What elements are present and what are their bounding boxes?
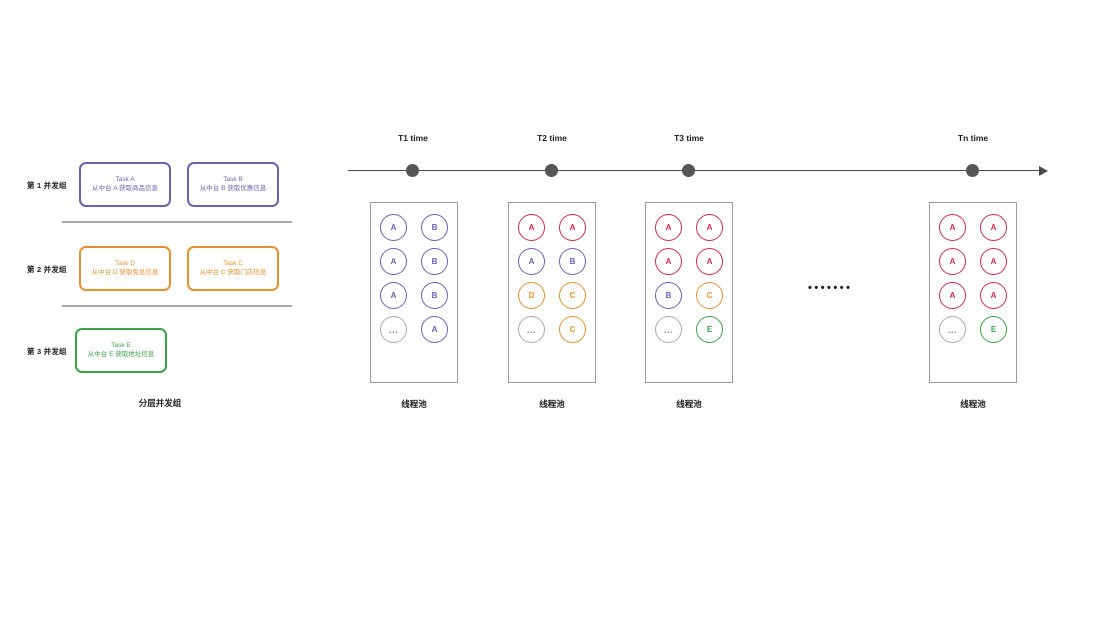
thread-node[interactable]: A	[380, 214, 407, 241]
thread-node[interactable]: A	[559, 214, 586, 241]
pool-row: ... C	[518, 316, 586, 343]
thread-node[interactable]: C	[696, 282, 723, 309]
pool-row: A B	[380, 214, 448, 241]
task-a-title: Task A	[115, 175, 135, 183]
pool-row: B C	[655, 282, 723, 309]
thread-pool-3-caption: 线程池	[676, 399, 702, 409]
thread-node[interactable]: E	[980, 316, 1007, 343]
thread-node[interactable]: A	[518, 248, 545, 275]
thread-node[interactable]: D	[518, 282, 545, 309]
thread-node[interactable]: A	[380, 248, 407, 275]
timeline-label-t3: T3 time	[674, 133, 704, 143]
thread-pool-3[interactable]: A A A A B C ... E	[645, 202, 733, 383]
thread-node[interactable]: A	[939, 248, 966, 275]
timeline-dot-t1[interactable]	[406, 164, 419, 177]
timeline-label-t1: T1 time	[398, 133, 428, 143]
thread-node-placeholder: ...	[380, 316, 407, 343]
pool-row: ... E	[939, 316, 1007, 343]
thread-node-placeholder: ...	[655, 316, 682, 343]
group-label-1: 第 1 并发组	[27, 181, 67, 190]
task-box-a[interactable]: Task A 从中台 A 获取商品信息	[79, 162, 171, 207]
thread-node[interactable]: A	[939, 282, 966, 309]
timeline-dot-t3[interactable]	[682, 164, 695, 177]
pool-row: A A	[939, 214, 1007, 241]
timeline-dot-tn[interactable]	[966, 164, 979, 177]
thread-node[interactable]: B	[421, 214, 448, 241]
task-box-b[interactable]: Task B 从中台 B 获取优惠信息	[187, 162, 279, 207]
pool-row: A A	[655, 214, 723, 241]
pool-row: A A	[518, 214, 586, 241]
thread-node[interactable]: C	[559, 316, 586, 343]
pool-row: A B	[518, 248, 586, 275]
thread-node[interactable]: C	[559, 282, 586, 309]
task-c-title: Task C	[223, 259, 243, 267]
group-label-2: 第 2 并发组	[27, 265, 67, 274]
thread-node[interactable]: A	[696, 248, 723, 275]
pool-row: A A	[655, 248, 723, 275]
thread-node[interactable]: B	[421, 248, 448, 275]
thread-node[interactable]: A	[939, 214, 966, 241]
task-a-desc: 从中台 A 获取商品信息	[91, 185, 159, 192]
thread-pool-1[interactable]: A B A B A B ... A	[370, 202, 458, 383]
thread-node[interactable]: B	[421, 282, 448, 309]
task-d-title: Task D	[115, 259, 135, 267]
pool-row: A B	[380, 282, 448, 309]
pool-row: A A	[939, 282, 1007, 309]
task-box-e[interactable]: Task E 从中台 E 获取地址信息	[75, 328, 167, 373]
thread-pool-1-caption: 线程池	[401, 399, 427, 409]
task-e-desc: 从中台 E 获取地址信息	[87, 351, 155, 358]
thread-node[interactable]: A	[655, 248, 682, 275]
pools-ellipsis: •••••••	[808, 282, 853, 294]
thread-node[interactable]: B	[559, 248, 586, 275]
pool-row: A A	[939, 248, 1007, 275]
thread-node[interactable]: A	[421, 316, 448, 343]
timeline-label-t2: T2 time	[537, 133, 567, 143]
group-divider-2	[62, 305, 292, 307]
task-box-c[interactable]: Task C 从中台 C 获取门店信息	[187, 246, 279, 291]
thread-node[interactable]: B	[655, 282, 682, 309]
pool-row: ... A	[380, 316, 448, 343]
task-box-d[interactable]: Task D 从中台 D 获取免息信息	[79, 246, 171, 291]
thread-node[interactable]: A	[980, 248, 1007, 275]
task-e-title: Task E	[111, 341, 131, 349]
thread-node[interactable]: A	[980, 214, 1007, 241]
thread-node[interactable]: A	[655, 214, 682, 241]
thread-node[interactable]: A	[518, 214, 545, 241]
thread-pool-2-caption: 线程池	[539, 399, 565, 409]
timeline-arrowhead-icon	[1039, 166, 1048, 176]
group-label-3: 第 3 并发组	[27, 347, 67, 356]
timeline-dot-t2[interactable]	[545, 164, 558, 177]
task-c-desc: 从中台 C 获取门店信息	[199, 269, 267, 276]
thread-pool-n[interactable]: A A A A A A ... E	[929, 202, 1017, 383]
group-divider-1	[62, 221, 292, 223]
left-panel-caption: 分层并发组	[138, 398, 182, 408]
pool-row: A B	[380, 248, 448, 275]
thread-node[interactable]: A	[380, 282, 407, 309]
timeline-label-tn: Tn time	[957, 133, 989, 143]
thread-node[interactable]: A	[980, 282, 1007, 309]
task-d-desc: 从中台 D 获取免息信息	[91, 269, 159, 276]
thread-node[interactable]: A	[696, 214, 723, 241]
thread-node[interactable]: E	[696, 316, 723, 343]
pool-row: D C	[518, 282, 586, 309]
pool-row: ... E	[655, 316, 723, 343]
task-b-title: Task B	[223, 175, 243, 183]
thread-pool-2[interactable]: A A A B D C ... C	[508, 202, 596, 383]
thread-node-placeholder: ...	[518, 316, 545, 343]
thread-node-placeholder: ...	[939, 316, 966, 343]
thread-pool-n-caption: 线程池	[960, 399, 986, 409]
task-b-desc: 从中台 B 获取优惠信息	[199, 185, 267, 192]
